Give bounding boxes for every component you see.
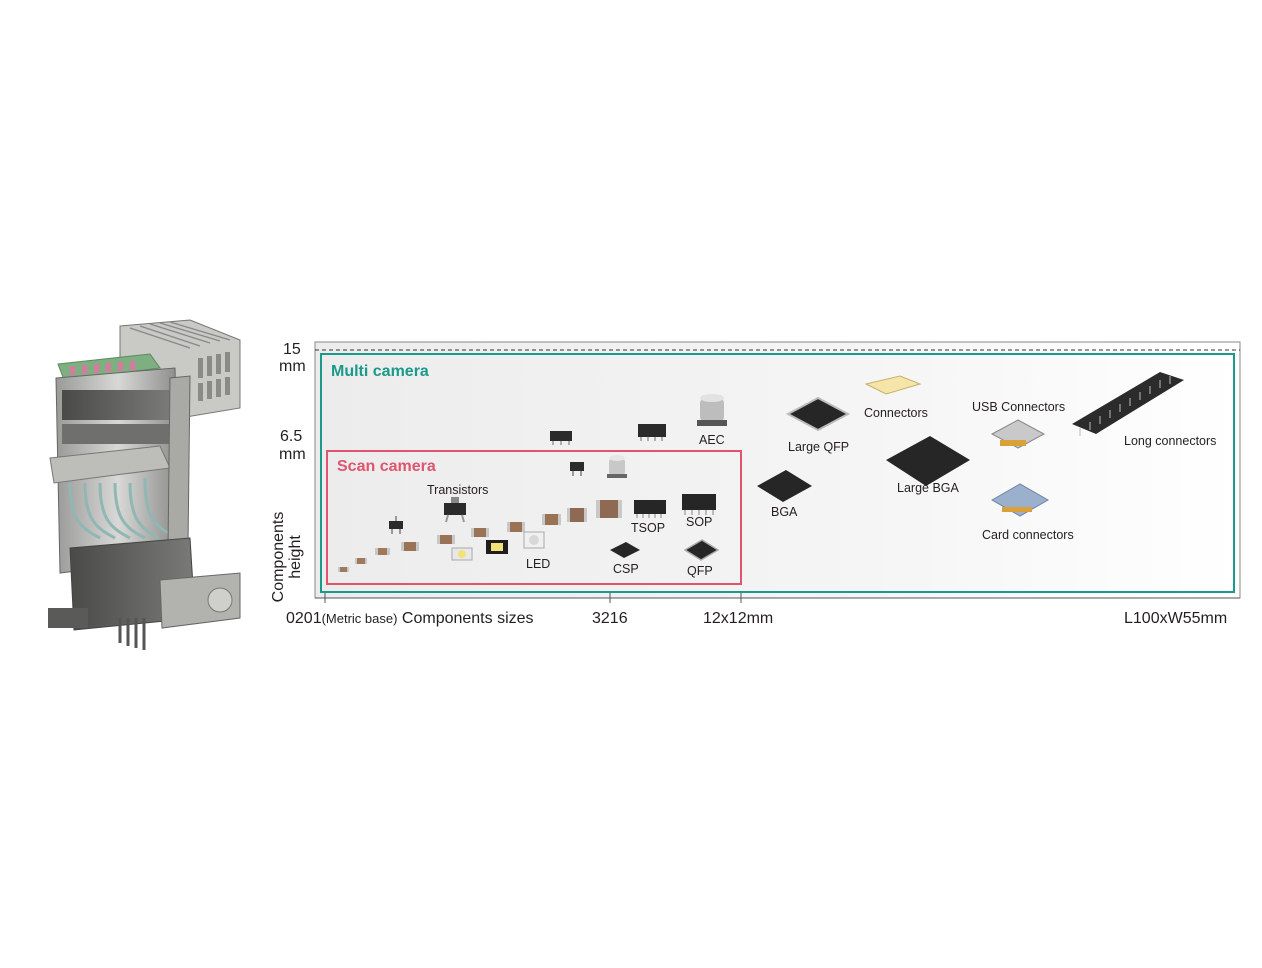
size-tick-3216-label: 3216	[592, 610, 628, 627]
led-parts	[451, 531, 545, 561]
height-tick-15: 15	[283, 341, 301, 358]
chip-components	[338, 500, 622, 572]
label-led: LED	[526, 557, 551, 571]
label-connectors: Connectors	[864, 406, 928, 420]
label-csp: CSP	[613, 562, 639, 576]
size-start-label: 0201	[286, 610, 322, 627]
height-axis-title-line1: Components	[270, 511, 287, 603]
transistor-part	[444, 497, 466, 523]
small-transistor	[389, 516, 403, 534]
ic-parts-scan	[570, 455, 720, 561]
label-large-qfp: Large QFP	[788, 440, 850, 454]
height-axis-title: Components height	[270, 502, 304, 612]
scan-camera-title: Scan camera	[337, 458, 436, 475]
height-axis-title-line2: height	[287, 535, 304, 579]
height-tick-15-unit: mm	[279, 358, 306, 375]
size-tick-12x12-label: 12x12mm	[703, 610, 774, 627]
label-large-bga: Large BGA	[897, 481, 959, 495]
placement-head-illustration	[48, 319, 241, 650]
size-axis-start: 0201(Metric base) Components sizes	[286, 610, 534, 628]
ic-parts-multi	[550, 372, 1184, 517]
size-axis-title: Components sizes	[401, 610, 534, 627]
label-transistors: Transistors	[427, 483, 489, 497]
label-tsop: TSOP	[631, 521, 666, 535]
label-qfp: QFP	[687, 564, 713, 578]
label-card-connectors: Card connectors	[982, 528, 1074, 542]
label-bga: BGA	[771, 505, 798, 519]
multi-camera-title: Multi camera	[331, 363, 429, 380]
scan-camera-region	[326, 450, 742, 585]
height-tick-6-5-unit: mm	[279, 446, 306, 463]
multi-camera-region	[320, 353, 1235, 593]
size-axis-end: L100xW55mm	[1124, 610, 1228, 627]
label-long-connectors: Long connectors	[1124, 434, 1217, 448]
size-start-note: (Metric base)	[321, 611, 398, 626]
label-sop: SOP	[686, 515, 713, 529]
label-usb-connectors: USB Connectors	[972, 400, 1066, 414]
height-tick-6-5: 6.5	[280, 428, 303, 445]
label-aec: AEC	[699, 433, 725, 447]
